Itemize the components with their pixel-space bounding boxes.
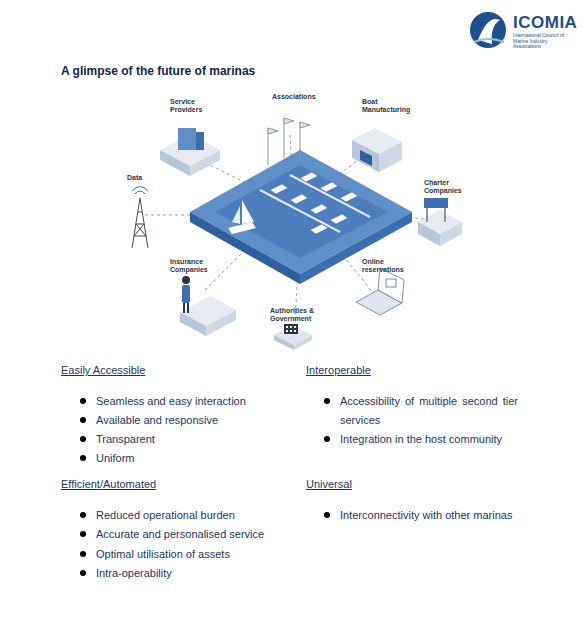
bullet-text: Interconnectivity with other marinas — [340, 506, 560, 525]
data-tower — [132, 187, 148, 249]
illustration-label: Charter Companies — [424, 179, 474, 196]
bullet-dot — [80, 531, 86, 537]
service-building — [160, 128, 220, 176]
charter-shop — [418, 198, 462, 246]
illustration-label: Service Providers — [170, 98, 218, 115]
factory-building — [352, 128, 402, 172]
bullet-dot — [80, 512, 86, 518]
section-heading: Interoperable — [306, 364, 371, 378]
section-heading: Universal — [306, 478, 352, 492]
bullet-text: Available and responsive — [96, 411, 296, 430]
bullet-dot — [324, 512, 330, 518]
insurance-desk — [180, 276, 236, 336]
bullet-dot — [324, 436, 330, 442]
flag-poles — [268, 118, 310, 165]
bullet-dot — [80, 436, 86, 442]
bullet-text: Accessibility of multiple second tier se… — [340, 392, 518, 429]
bullet-text: Uniform — [96, 449, 296, 468]
bullet-text: Optimal utilisation of assets — [96, 545, 296, 564]
logo-name: ICOMIA — [513, 12, 577, 33]
bullet-text: Accurate and personalised service — [96, 525, 296, 544]
illustration-label: Insurance Companies — [170, 258, 220, 275]
illustration-label: Authorities & Government — [270, 307, 330, 324]
bullet-text: Transparent — [96, 430, 296, 449]
logo-subtitle: International Council of Marine Industry… — [513, 33, 571, 50]
bullet-dot — [80, 570, 86, 576]
government-chip — [274, 324, 312, 350]
bullet-dot — [80, 455, 86, 461]
bullet-dot — [324, 398, 330, 404]
page-title: A glimpse of the future of marinas — [61, 64, 255, 79]
bullet-text: Integration in the host community — [340, 430, 540, 449]
dashed-links — [145, 135, 430, 320]
bullet-dot — [80, 417, 86, 423]
laptop — [356, 268, 404, 315]
illustration-label: Online reservations — [362, 258, 412, 275]
logo-emblem — [470, 12, 506, 48]
bullet-text: Intra-operability — [96, 564, 296, 583]
bullet-dot — [80, 551, 86, 557]
bullet-text: Seamless and easy interaction — [96, 392, 296, 411]
bullet-text: Reduced operational burden — [96, 506, 296, 525]
illustration-label: Data — [127, 174, 142, 182]
section-heading: Efficient/Automated — [61, 478, 156, 492]
illustration-label: Associations — [272, 93, 316, 101]
illustration-label: Boat Manufacturing — [362, 98, 422, 115]
section-heading: Easily Accessible — [61, 364, 145, 378]
bullet-dot — [80, 398, 86, 404]
